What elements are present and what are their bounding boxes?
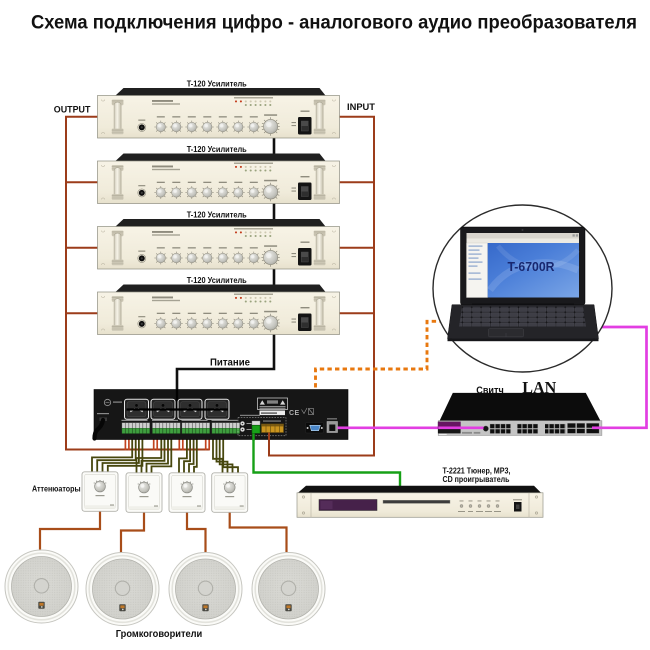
serial-port: [305, 422, 324, 434]
amplifier-1-label: T-120 Усилитель: [187, 80, 247, 89]
attenuator-4: [211, 472, 249, 513]
aux-io-group: [237, 414, 287, 437]
amplifier-1: T-120 Усилитель: [98, 80, 340, 138]
amplifier-1-unit: [98, 88, 340, 138]
ce-mark: CE: [289, 410, 300, 417]
amplifier-4-unit: [98, 285, 340, 335]
attenuator-3: [168, 472, 206, 513]
wire-stubs-over-unit: [252, 426, 349, 441]
lan-label: LAN: [522, 378, 557, 397]
laptop-touchpad: [488, 328, 524, 338]
wire-input-bus: [268, 115, 375, 457]
speaker-1: [4, 549, 79, 624]
amplifier-4-label: T-120 Усилитель: [187, 276, 247, 285]
cert-icons: [301, 407, 314, 415]
wire-speaker: [38, 511, 288, 553]
tuner-label-line1: T-2221 Тюнер, MP3,: [443, 466, 511, 476]
tuner: T-2221 Тюнер, MP3, CD проигрыватель: [296, 466, 544, 518]
amplifier-2-unit: [98, 154, 340, 204]
amplifier-3: T-120 Усилитель: [98, 211, 340, 269]
amplifier-3-unit: [98, 219, 340, 269]
laptop-screen: T-6700R: [460, 226, 586, 306]
laptop-base: [447, 304, 599, 342]
input-label: INPUT: [347, 102, 375, 113]
tuner-display: [318, 499, 378, 511]
amplifier-2: T-120 Усилитель: [98, 145, 340, 203]
output-label: OUTPUT: [54, 105, 91, 116]
wire-tuner-green: [252, 430, 402, 487]
power-cord: [92, 417, 106, 441]
laptop-screen-label: T-6700R: [508, 260, 555, 274]
cd-slot: [382, 500, 451, 504]
wire-attenuator-olive: [91, 433, 239, 473]
wire-serial-dashed: [314, 319, 460, 426]
network-switch: Свитч LAN: [437, 378, 603, 436]
loudspeakers-label: Громкоговорители: [116, 629, 203, 640]
page-title: Схема подключения цифро - аналогового ау…: [31, 12, 637, 34]
tuner-label-line2: CD проигрыватель: [443, 474, 510, 484]
attenuators-label: Аттенюаторы: [32, 483, 81, 493]
warning-label: [257, 397, 288, 410]
speaker-terminal-strips: [121, 419, 241, 434]
speaker-3: [168, 551, 243, 627]
tuner-port: [251, 424, 261, 434]
switch-ports: [489, 423, 600, 434]
amplifier-3-label: T-120 Усилитель: [187, 211, 247, 220]
speaker-4: [251, 551, 326, 627]
amplifier-2-label: T-120 Усилитель: [187, 145, 247, 154]
switch-label: Свитч: [476, 385, 504, 396]
wire-output-bus: [65, 115, 210, 451]
tuner-buttons: [458, 499, 522, 512]
attenuator-2: [125, 472, 163, 513]
speaker-2: [85, 551, 160, 627]
main-unit: CE: [92, 389, 349, 441]
power-label: Питание: [210, 358, 250, 369]
laptop: T-6700R: [432, 204, 613, 373]
ac-outlets: [124, 389, 230, 420]
amplifier-4: T-120 Усилитель: [98, 276, 340, 334]
attenuator-1: [81, 471, 119, 512]
